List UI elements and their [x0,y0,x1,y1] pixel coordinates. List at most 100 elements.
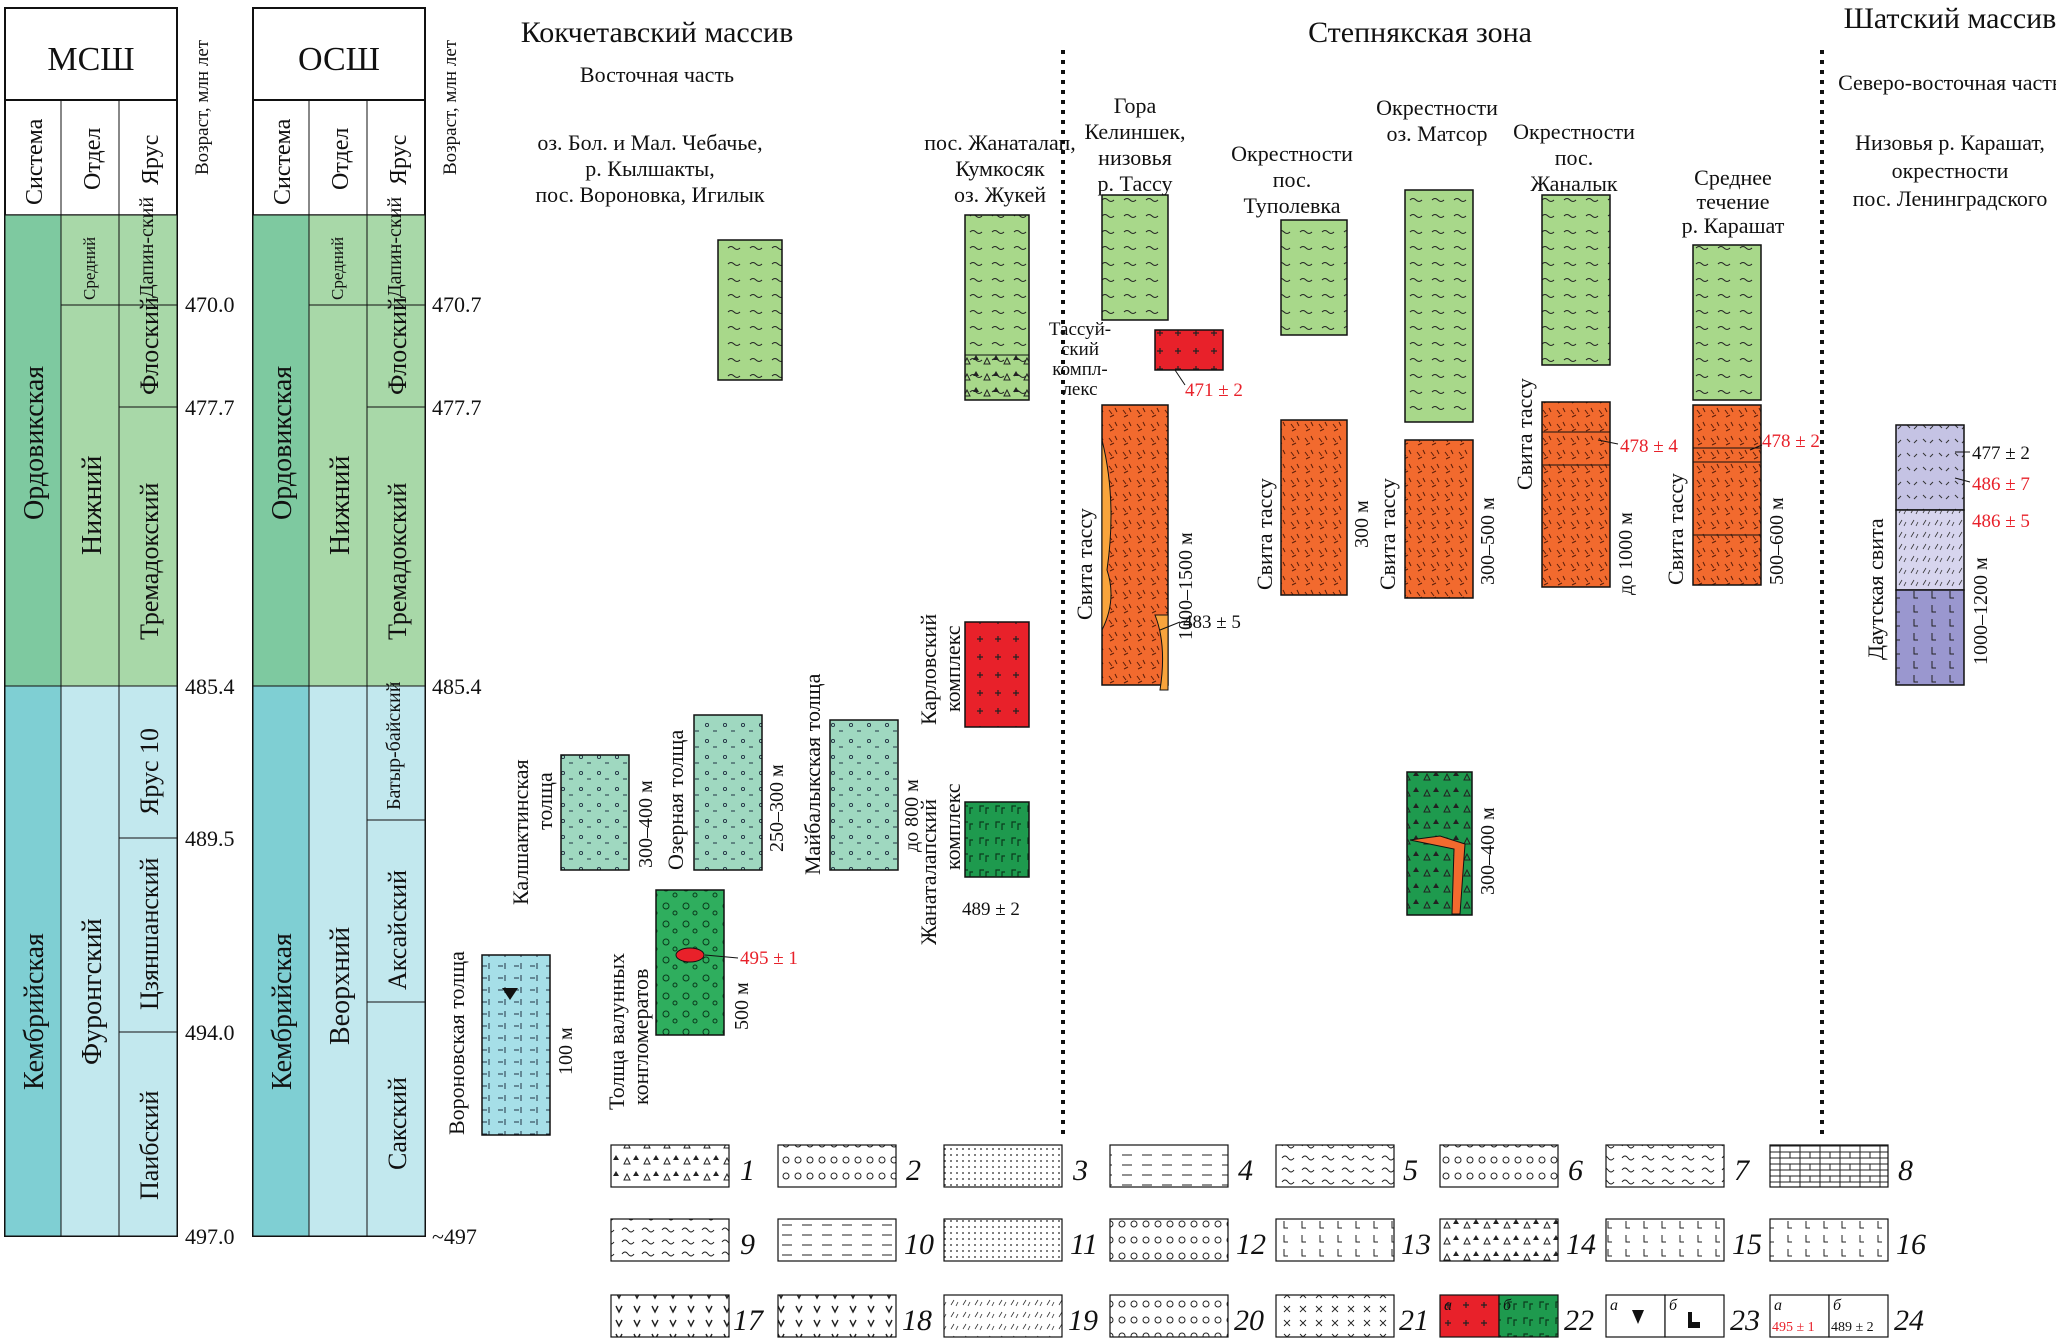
ozernaya-label: Озерная толща [663,730,688,870]
msh-system-cambrian: Кембрийская [19,933,50,1090]
legend-num-3: 3 [1072,1154,1088,1187]
column-voronovka: Вороновская толща 100 м [444,951,577,1136]
tassui-label-2: ский [1061,339,1099,360]
loc3-thickness: 1000–1500 м [1175,532,1197,640]
legend-num-4: 4 [1238,1154,1253,1187]
osh-stage-tremadoc: Тремадокский [383,482,412,640]
legend-swatch-5 [1275,1144,1395,1188]
shat-thickness: 1000–1200 м [1970,557,1992,665]
legend-swatch-18 [777,1294,897,1338]
legend-num-18: 18 [902,1304,932,1337]
region-kokchetav-sub: Восточная часть [580,62,734,87]
legend-swatch-15 [1605,1218,1725,1262]
legend-num-15: 15 [1732,1228,1762,1261]
legend-num-19: 19 [1068,1304,1098,1337]
column-loc5: Свита тассу 300–500 м 300–400 м [1375,189,1499,916]
osh-header-series: Отдел [328,128,354,190]
legend-swatch-17 [610,1294,730,1338]
column-loc6: 478 ± 4 Свита тассу до 1000 м [1512,194,1678,595]
osh-series-lower: Нижний [325,455,356,555]
loc5-lower-thickness: 300–400 м [1477,807,1499,895]
legend-swatch-14 [1439,1218,1559,1262]
legend-22-b: б [1503,1297,1512,1314]
msh-stage-flo: Флоский [135,297,164,395]
legend-swatch-22a [1439,1294,1500,1338]
column-ozernaya: Озерная толща 250–300 м [663,714,788,871]
loc7-line2: течение [1697,189,1770,214]
legend-24-a: а [1774,1297,1782,1314]
dautskaya-label: Даутская свита [1863,518,1888,660]
osh-age-485: 485.4 [432,674,482,699]
boulder-label-2: конгломератов [628,969,653,1105]
column-loc1-ordovician [717,239,783,381]
karlov-label-1: Карловский [916,614,941,725]
loc4-line1: Окрестности [1231,141,1353,166]
loc8-line2: окрестности [1892,158,2009,183]
kalshakty-thickness: 300–400 м [635,780,657,868]
legend-num-14: 14 [1566,1228,1596,1261]
legend-swatch-16 [1769,1218,1889,1262]
column-maibalyk: Майбалыкская толща до 800 м [800,673,923,875]
loc2-line3: оз. Жукей [954,182,1046,207]
zhanatalap-label-2: комплекс [940,783,965,870]
osh-age-477: 477.7 [432,395,482,420]
legend: 1 2 3 4 5 6 7 8 9 10 11 12 13 14 15 16 1… [610,1144,1926,1338]
legend-swatch-8 [1769,1144,1889,1188]
legend-24-b: б [1833,1297,1842,1314]
loc7-svita-label: Свита тассу [1663,473,1688,585]
voronovka-label: Вороновская толща [444,951,469,1135]
date-483: 483 ± 5 [1183,612,1241,633]
legend-swatch-10 [777,1218,897,1262]
legend-num-17: 17 [733,1304,765,1337]
loc4-svita-label: Свита тассу [1252,478,1277,590]
region-shat: Шатский массив [1844,2,2056,35]
boulder-thickness: 500 м [731,982,753,1030]
msh-stage-10: Ярус 10 [135,728,164,815]
karlov-complex: Карловский комплекс [916,614,1030,728]
osh-header-stage: Ярус [386,135,412,185]
loc4-line2: пос. [1273,167,1312,192]
legend-23-a: а [1610,1297,1618,1314]
loc3-svita-label: Свита тассу [1072,508,1097,620]
osh-age-497: ~497 [432,1224,477,1249]
legend-num-12: 12 [1236,1228,1266,1261]
osh-stage-dapin: Дапин-ский [384,197,406,298]
msh-age-494: 494.0 [185,1020,235,1045]
legend-24-red: 495 ± 1 [1772,1320,1815,1335]
date-478a: 478 ± 4 [1620,436,1678,457]
legend-swatch-19 [943,1294,1063,1338]
legend-swatch-4 [1109,1144,1229,1188]
region-stepnyak: Степнякская зона [1308,16,1532,49]
loc7-line1: Среднее [1694,165,1772,190]
legend-swatch-24b [1828,1294,1889,1338]
legend-num-8: 8 [1898,1154,1913,1187]
loc6-svita-label: Свита тассу [1512,378,1537,490]
legend-swatch-23b [1664,1294,1725,1338]
date-486b: 486 ± 5 [1972,511,2030,532]
loc6-line1: Окрестности [1513,119,1635,144]
msh-age-477: 477.7 [185,395,235,420]
legend-swatch-6 [1439,1144,1559,1188]
msh-scale: МСШ Система Отдел Ярус Ордовикская Кембр… [4,7,235,1249]
date-489: 489 ± 2 [962,899,1020,920]
msh-series-furong: Фуронгский [77,918,108,1065]
legend-num-20: 20 [1234,1304,1264,1337]
locality-labels: оз. Бол. и Мал. Чебачье, р. Кылшакты, по… [535,70,2056,238]
date-495: 495 ± 1 [740,948,798,969]
legend-num-11: 11 [1070,1228,1098,1261]
tassui-label-1: Тассуй- [1049,319,1111,340]
legend-swatch-7 [1605,1144,1725,1188]
column-boulder-conglomerates: 495 ± 1 Толща валунных конгломератов 500… [604,889,798,1110]
legend-swatch-13 [1275,1218,1395,1262]
loc7-line3: р. Карашат [1682,213,1785,238]
legend-swatch-22b [1498,1294,1559,1338]
voronovka-thickness: 100 м [555,1027,577,1075]
legend-24-black: 489 ± 2 [1831,1320,1874,1335]
legend-num-21: 21 [1399,1304,1429,1337]
legend-swatch-11 [943,1218,1063,1262]
loc8-sub-line1: Северо-восточная часть [1838,70,2056,95]
legend-23-b: б [1669,1297,1678,1314]
msh-stage-paib: Паибский [135,1090,164,1200]
msh-header-series: Отдел [80,128,106,190]
